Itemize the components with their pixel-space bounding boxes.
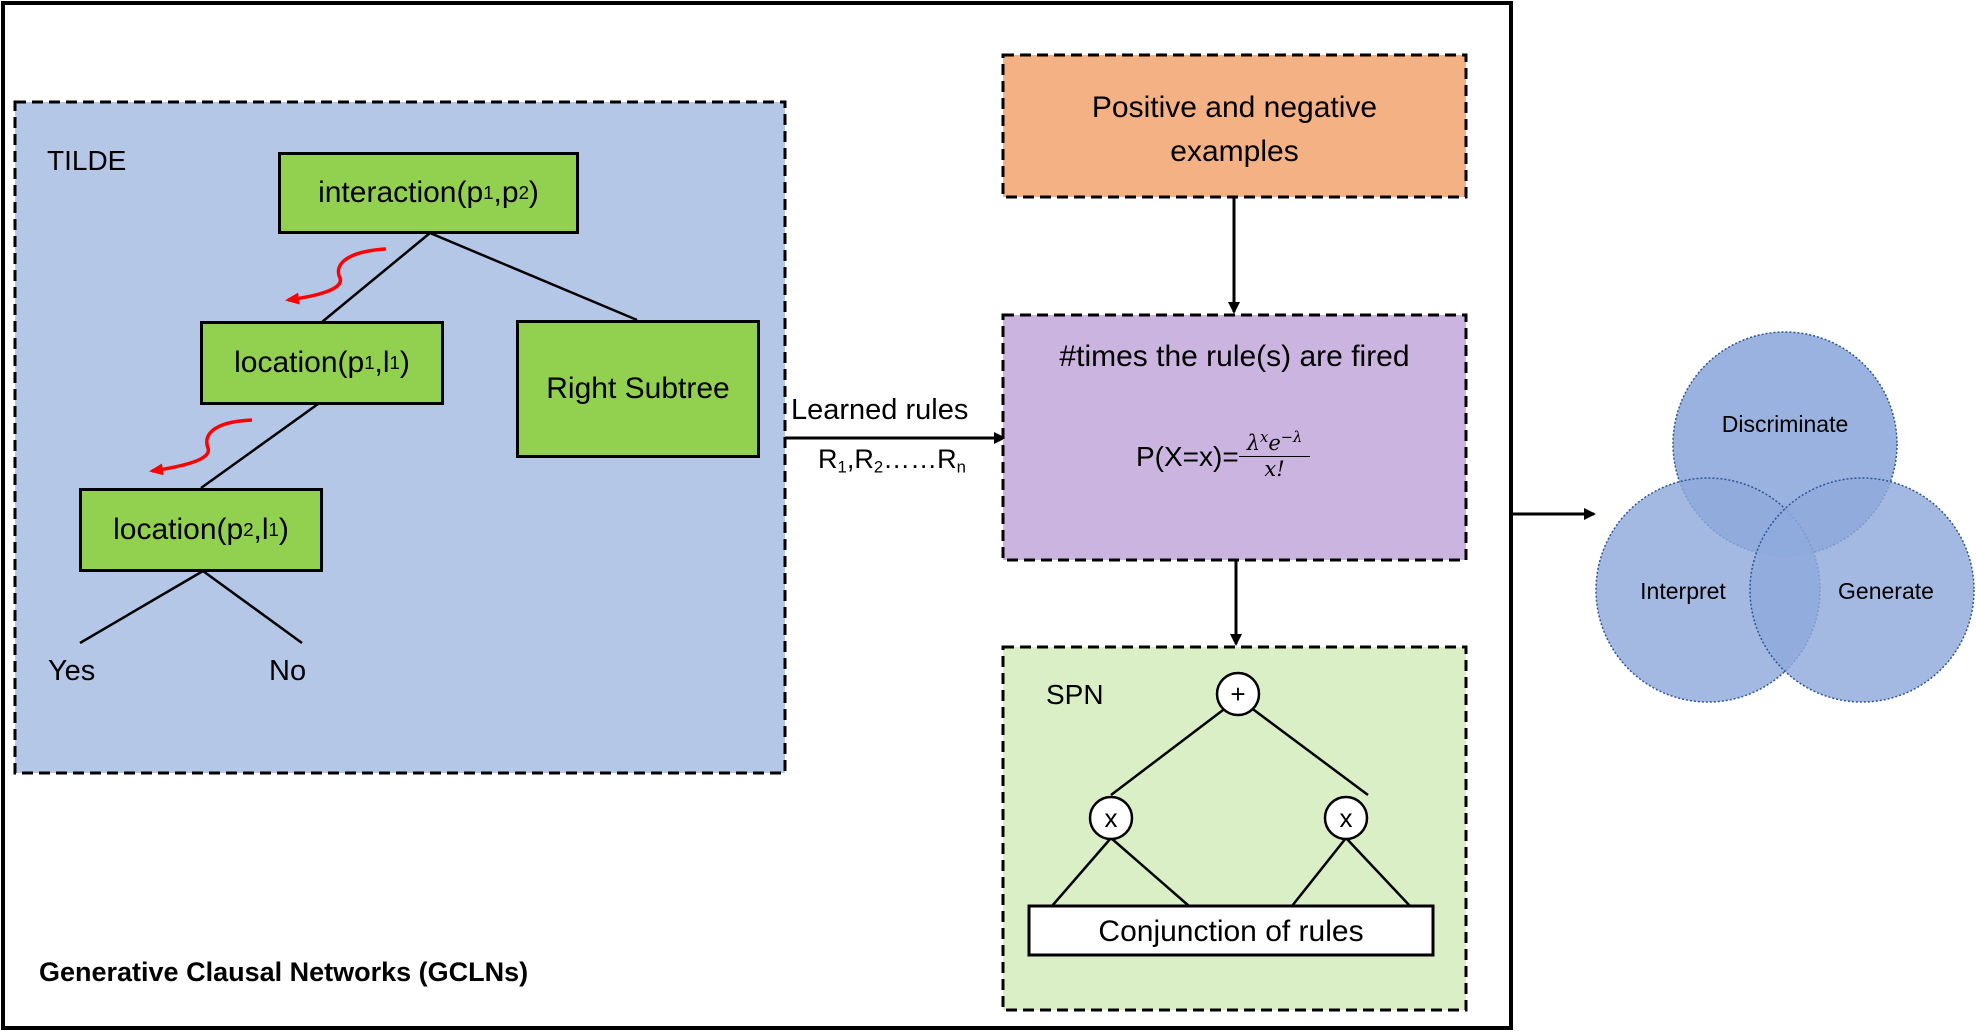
spn-product-node-left bbox=[1088, 795, 1134, 841]
learned-rules-label: Learned rules bbox=[791, 394, 969, 426]
spn-edge-prodr-a bbox=[1291, 837, 1347, 907]
mid-close: ) bbox=[399, 346, 410, 379]
rule-rn: ……R bbox=[883, 444, 957, 474]
gcln-title: Generative Clausal Networks (GCLNs) bbox=[39, 957, 529, 987]
num-e: e bbox=[1268, 431, 1281, 455]
low-node-name: location bbox=[113, 513, 217, 546]
num-lambda: λ bbox=[1246, 431, 1261, 455]
mid-arg-1: p bbox=[347, 346, 365, 379]
leaf-yes: Yes bbox=[48, 655, 96, 687]
spn-prod-symbol-right: x bbox=[1339, 803, 1353, 833]
spn-prod-symbol-left: x bbox=[1104, 803, 1118, 833]
poisson-denominator: x! bbox=[1264, 457, 1285, 481]
poisson-title: #times the rule(s) are fired bbox=[1059, 340, 1410, 373]
spn-edge-prodl-a bbox=[1051, 837, 1112, 907]
venn-diagram bbox=[1595, 331, 1975, 703]
venn-label-generate: Generate bbox=[1838, 578, 1934, 604]
rule-rn-sub: n bbox=[956, 457, 966, 477]
num-exp1: x bbox=[1260, 428, 1269, 446]
right-subtree-label: Right Subtree bbox=[546, 372, 730, 405]
edge-root-right bbox=[429, 231, 638, 322]
spn-product-node-right bbox=[1323, 795, 1369, 841]
rule-r2: ,R bbox=[846, 444, 874, 474]
num-exp2: −λ bbox=[1280, 428, 1303, 446]
low-arg-2: ,l bbox=[253, 513, 269, 546]
poisson-box bbox=[1001, 313, 1468, 562]
conjunction-label: Conjunction of rules bbox=[1098, 915, 1364, 948]
root-close: ) bbox=[528, 176, 539, 209]
edge-mid-low bbox=[200, 402, 319, 490]
spn-edge-sum-right bbox=[1249, 705, 1369, 797]
rule-r1: R bbox=[818, 444, 838, 474]
tilde-label: TILDE bbox=[47, 145, 127, 176]
spn-sum-node bbox=[1215, 671, 1261, 717]
leaf-no: No bbox=[269, 655, 307, 687]
poisson-formula: P(X=x)= λxe−λ x! bbox=[1136, 430, 1311, 481]
red-arrow-upper bbox=[285, 247, 387, 305]
mid-node-name: location bbox=[234, 346, 338, 379]
root-node-name: interaction bbox=[318, 176, 457, 209]
low-close: ) bbox=[278, 513, 289, 546]
mid-arg-2: ,l bbox=[374, 346, 390, 379]
spn-edge-prodr-b bbox=[1345, 837, 1411, 907]
spn-edge-prodl-b bbox=[1110, 837, 1190, 907]
poisson-fraction: λxe−λ x! bbox=[1238, 430, 1311, 481]
spn-sum-symbol: + bbox=[1230, 679, 1246, 709]
edge-low-no bbox=[202, 569, 303, 645]
spn-label: SPN bbox=[1046, 679, 1104, 710]
rule-list: R1,R2……Rn bbox=[818, 444, 966, 476]
poisson-numerator: λxe−λ bbox=[1238, 430, 1311, 457]
conjunction-box bbox=[1027, 904, 1435, 957]
examples-box bbox=[1001, 53, 1468, 199]
right-subtree-node: Right Subtree bbox=[516, 320, 760, 458]
root-arg-2: ,p bbox=[493, 176, 519, 209]
edge-root-mid bbox=[321, 232, 431, 323]
examples-text: Positive and negative examples bbox=[1003, 86, 1466, 174]
venn-label-interpret: Interpret bbox=[1640, 578, 1726, 604]
poisson-lhs: P(X=x)= bbox=[1136, 440, 1239, 472]
low-arg-1: p bbox=[226, 513, 244, 546]
edge-low-yes bbox=[79, 569, 204, 645]
root-arg-1: p bbox=[466, 176, 484, 209]
rule-r2-sub: 2 bbox=[873, 457, 884, 477]
venn-circle-generate bbox=[1749, 477, 1975, 703]
rule-r1-sub: 1 bbox=[837, 457, 847, 477]
spn-edge-sum-left bbox=[1110, 706, 1228, 796]
examples-line2: examples bbox=[1170, 135, 1299, 168]
venn-label-discriminate: Discriminate bbox=[1721, 411, 1849, 437]
examples-line1: Positive and negative bbox=[1091, 91, 1378, 124]
red-arrow-lower bbox=[149, 418, 253, 476]
